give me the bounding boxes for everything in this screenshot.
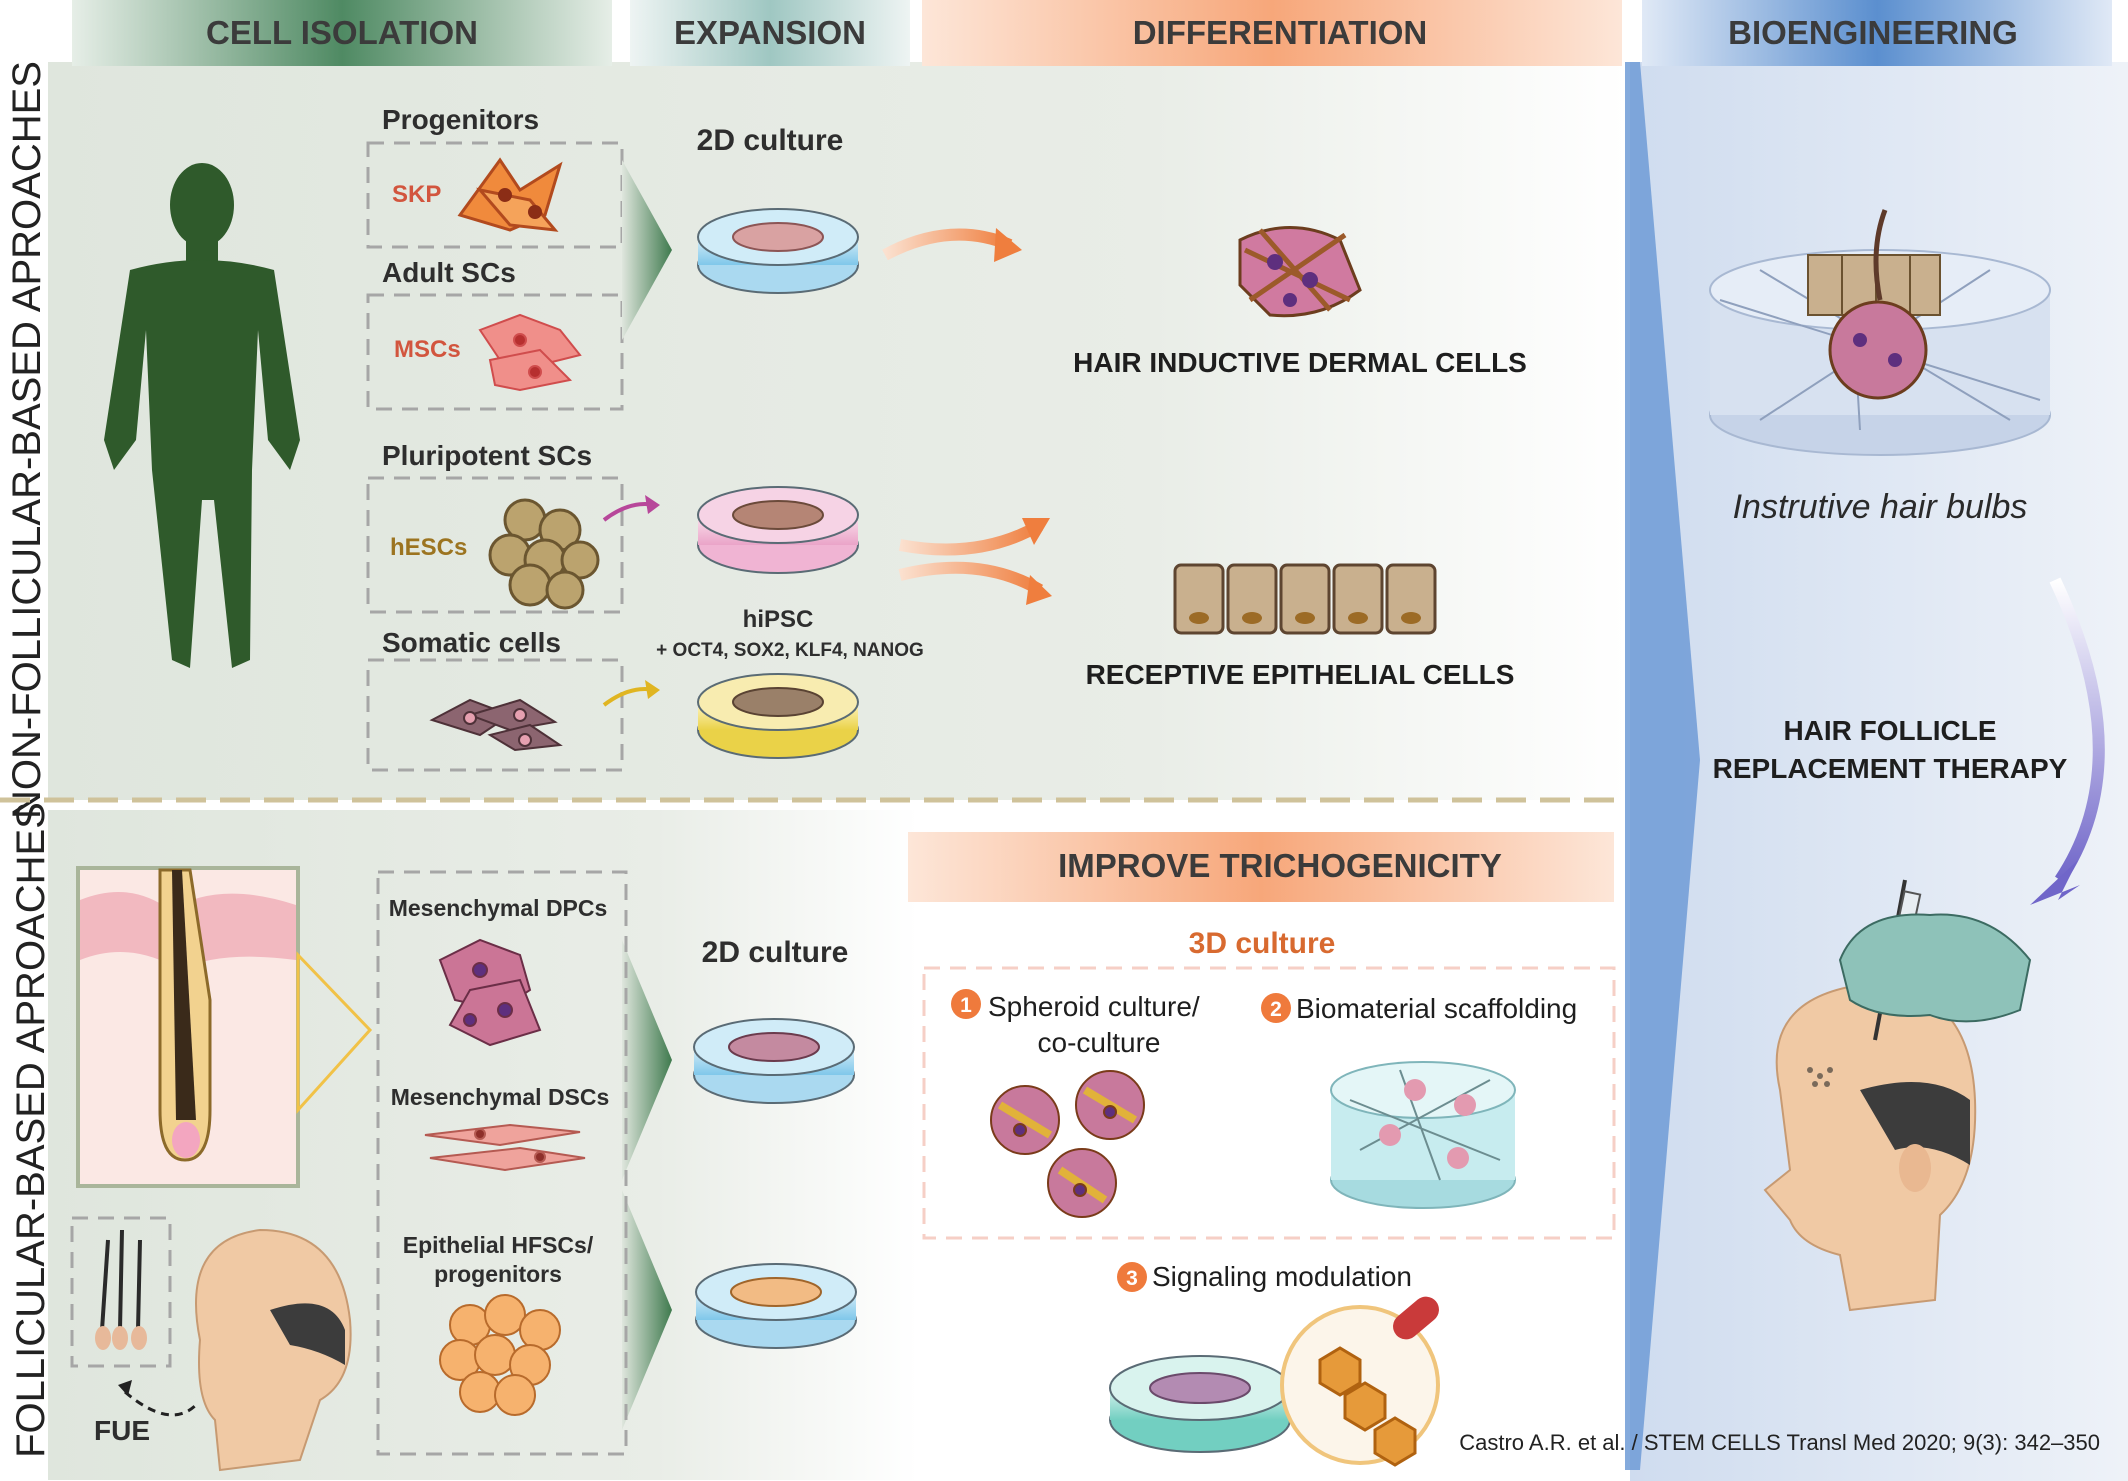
spheroid-cluster-icon (990, 1070, 1145, 1218)
dscs-cells-icon (424, 1123, 586, 1172)
hfscs-cells-icon (439, 1294, 561, 1416)
culture-2d-label-bottom: 2D culture (702, 936, 849, 969)
arrow-to-epithelial-upper-head (1022, 518, 1050, 545)
dermal-cell-cluster-icon (1238, 226, 1362, 318)
header-bioengineering: BIOENGINEERING (1642, 0, 2112, 66)
dermal-cells-label: HAIR INDUCTIVE DERMAL CELLS (1073, 347, 1527, 378)
culture-3d-box (922, 966, 1616, 1240)
arrow-to-dermal-head (994, 228, 1022, 262)
step3-number: 3 (1126, 1267, 1138, 1290)
pluripotent-scs-box (366, 476, 624, 614)
somatic-arrowhead (645, 680, 660, 699)
side-label-follicular: FOLLICULAR-BASED APROACHES (9, 802, 53, 1458)
petri-dish-blue-bottom (695, 1263, 857, 1349)
human-body-icon (104, 163, 300, 668)
step2-badge (1261, 993, 1291, 1023)
skp-label: SKP (392, 181, 441, 208)
petri-dish-yellow (697, 673, 859, 759)
side-label-non-follicular: NON-FOLLICULAR-BASED APROACHES (5, 61, 49, 819)
hair-bulb-scaffold-icon (1709, 209, 2051, 456)
hipsc-label: hiPSC (743, 606, 814, 633)
culture-2d-label-top: 2D culture (697, 124, 844, 157)
therapy-curved-arrow (2049, 577, 2105, 884)
therapy-label-line2: REPLACEMENT THERAPY (1713, 753, 2068, 784)
bald-head-icon-left (195, 1228, 352, 1472)
bioengineering-chevron (1625, 62, 1700, 1470)
step2-number: 2 (1270, 998, 1282, 1021)
drug-molecule-icon (1280, 1296, 1440, 1467)
fue-illustration (70, 1216, 198, 1417)
arrow-to-epithelial-lower-head (1026, 575, 1052, 605)
biomaterial-scaffold-icon (1330, 1061, 1516, 1209)
mscs-label: MSCs (394, 336, 461, 363)
step1-label-line1: Spheroid culture/ (988, 991, 1200, 1022)
adult-scs-label: Adult SCs (382, 257, 516, 288)
header-bioengineering-label: BIOENGINEERING (1728, 14, 2018, 51)
fue-box (70, 1216, 172, 1368)
arrow-to-epithelial-upper (898, 519, 1044, 556)
instructive-hair-bulbs-label: Instrutive hair bulbs (1733, 488, 2028, 526)
somatic-cells-icon (429, 698, 563, 752)
petri-dish-blue-mid (693, 1018, 855, 1104)
therapy-arrowhead (2030, 860, 2080, 905)
gloved-hand-syringe-icon (1838, 879, 2032, 1041)
fue-label: FUE (94, 1415, 150, 1446)
epithelial-cells-icon (1173, 563, 1437, 635)
non-follicular-panel (48, 62, 1628, 800)
header-expansion: EXPANSION (630, 0, 910, 66)
citation-text: Castro A.R. et al. / STEM CELLS Transl M… (1459, 1430, 2100, 1455)
patient-head-illustration (1763, 983, 1977, 1312)
step2-label: Biomaterial scaffolding (1296, 993, 1577, 1024)
hair-follicle-illustration (76, 866, 300, 1188)
step3-badge (1117, 1262, 1147, 1292)
mscs-cells-icon (478, 313, 582, 392)
somatic-cells-label: Somatic cells (382, 627, 561, 658)
mesenchymal-dscs-label: Mesenchymal DSCs (391, 1084, 610, 1110)
header-differentiation: DIFFERENTIATION (922, 0, 1622, 66)
header-cell-isolation-label: CELL ISOLATION (206, 14, 478, 51)
mesenchymal-dpcs-label: Mesenchymal DPCs (389, 895, 608, 921)
header-differentiation-label: DIFFERENTIATION (1133, 14, 1428, 51)
step1-number: 1 (960, 994, 972, 1017)
signaling-dish-icon (1109, 1355, 1291, 1453)
therapy-label-line1: HAIR FOLLICLE (1783, 715, 1996, 746)
epithelial-hfscs-label-line1: Epithelial HFSCs/ (403, 1232, 594, 1258)
improve-trichogenicity-label: IMPROVE TRICHOGENICITY (1058, 847, 1502, 884)
follicle-zoom-lines (296, 951, 373, 1114)
step1-label-line2: co-culture (1038, 1027, 1161, 1058)
chevron-to-expansion-bottom (622, 1190, 672, 1430)
petri-dish-blue-top (697, 208, 859, 294)
header-expansion-label: EXPANSION (674, 14, 866, 51)
pluripotent-scs-label: Pluripotent SCs (382, 440, 592, 471)
epithelial-cells-label: RECEPTIVE EPITHELIAL CELLS (1086, 659, 1515, 690)
hescs-label: hESCs (390, 534, 467, 561)
arrow-to-epithelial-lower (898, 561, 1044, 596)
step3-label: Signaling modulation (1152, 1261, 1412, 1292)
epithelial-hfscs-label-line2: progenitors (434, 1261, 562, 1287)
chevron-to-expansion-top (622, 160, 672, 340)
adult-scs-box (366, 293, 624, 411)
header-cell-isolation: CELL ISOLATION (72, 0, 612, 66)
step1-badge (951, 989, 981, 1019)
petri-dish-pink (697, 486, 859, 574)
reprogramming-factors-label: + OCT4, SOX2, KLF4, NANOG (656, 640, 924, 661)
culture-3d-label: 3D culture (1189, 927, 1336, 960)
chevron-to-expansion-mid (622, 940, 672, 1180)
skp-cells-icon (457, 157, 563, 232)
progenitors-box (366, 141, 624, 249)
improve-trichogenicity-header: IMPROVE TRICHOGENICITY (908, 832, 1614, 902)
hescs-arrowhead (645, 495, 660, 514)
dpcs-cells-icon (438, 938, 542, 1047)
hescs-cells-icon (488, 498, 600, 610)
progenitors-label: Progenitors (382, 104, 539, 135)
